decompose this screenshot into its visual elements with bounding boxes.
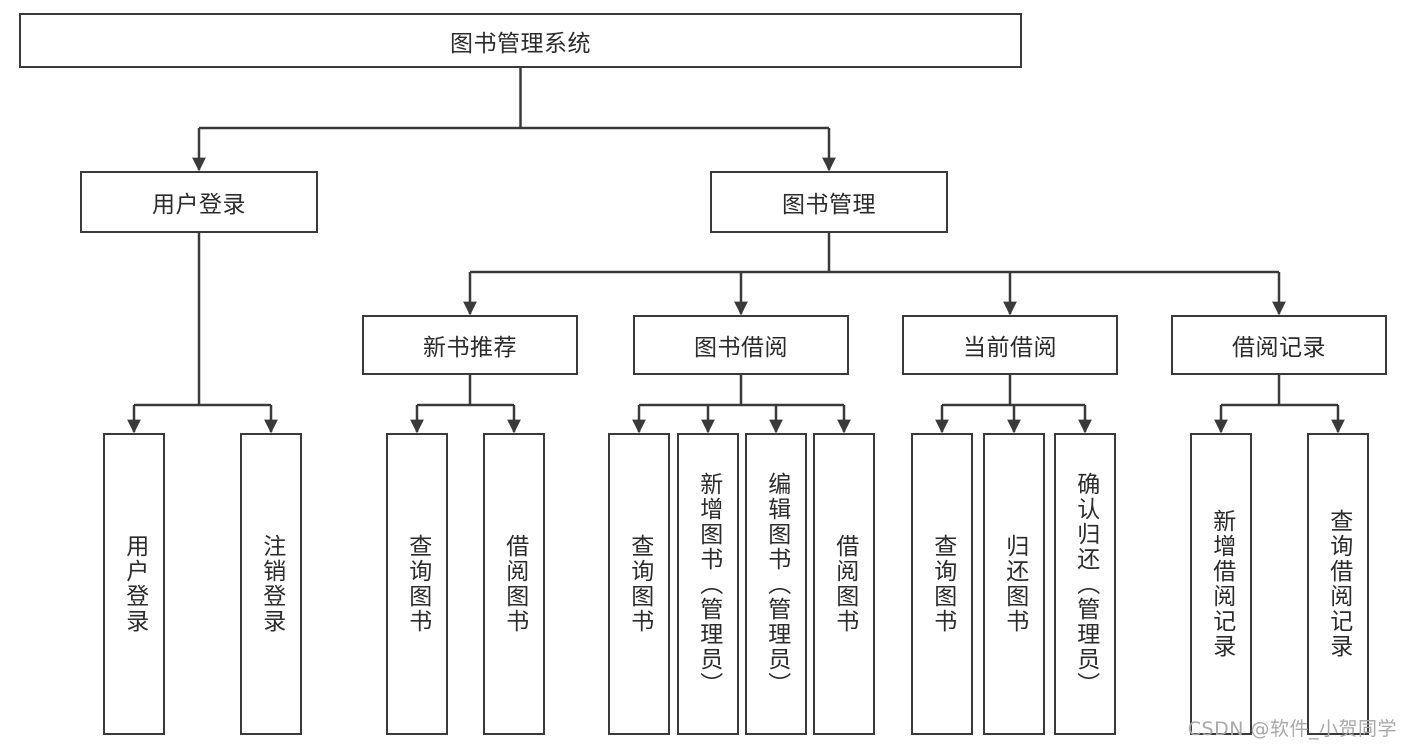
node-bookmgmt[interactable]: 图书管理 [710,171,948,233]
node-leaf-3[interactable]: 查询图书 [386,433,448,735]
node-leaf-12[interactable]: 新增借阅记录 [1190,433,1252,735]
node-label: 确认归还（管理员） [1072,471,1099,697]
node-leaf-11[interactable]: 确认归还（管理员） [1054,433,1116,735]
node-label: 归还图书 [1001,534,1028,634]
node-label: 新增图书（管理员） [695,471,722,697]
node-label: 当前借阅 [963,335,1057,361]
node-leaf-7[interactable]: 编辑图书（管理员） [745,433,807,735]
node-label: 用户登录 [152,192,246,218]
node-leaf-9[interactable]: 查询图书 [911,433,973,735]
node-label: 编辑图书（管理员） [763,471,790,697]
node-label: 用户登录 [121,534,148,634]
node-label: 新增借阅记录 [1208,509,1235,659]
node-label: 查询图书 [929,534,956,634]
node-leaf-4[interactable]: 借阅图书 [483,433,545,735]
node-label: 借阅图书 [831,534,858,634]
node-label: 借阅记录 [1232,335,1326,361]
node-login[interactable]: 用户登录 [80,171,318,233]
node-leaf-6[interactable]: 新增图书（管理员） [677,433,739,735]
node-leaf-5[interactable]: 查询图书 [608,433,670,735]
node-label: 借阅图书 [501,534,528,634]
node-root[interactable]: 图书管理系统 [19,13,1022,68]
node-records[interactable]: 借阅记录 [1171,315,1387,375]
node-label: 查询图书 [404,534,431,634]
node-newbook[interactable]: 新书推荐 [362,315,578,375]
node-leaf-10[interactable]: 归还图书 [983,433,1045,735]
node-label: 注销登录 [258,534,285,634]
node-current[interactable]: 当前借阅 [902,315,1118,375]
node-borrow[interactable]: 图书借阅 [633,315,849,375]
node-leaf-13[interactable]: 查询借阅记录 [1307,433,1369,735]
node-leaf-2[interactable]: 注销登录 [240,433,302,735]
node-label: 新书推荐 [423,335,517,361]
node-label: 查询借阅记录 [1325,509,1352,659]
node-leaf-8[interactable]: 借阅图书 [813,433,875,735]
node-leaf-1[interactable]: 用户登录 [103,433,165,735]
node-label: 查询图书 [626,534,653,634]
node-label: 图书管理 [782,192,876,218]
node-label: 图书借阅 [694,335,788,361]
node-label: 图书管理系统 [450,30,591,57]
